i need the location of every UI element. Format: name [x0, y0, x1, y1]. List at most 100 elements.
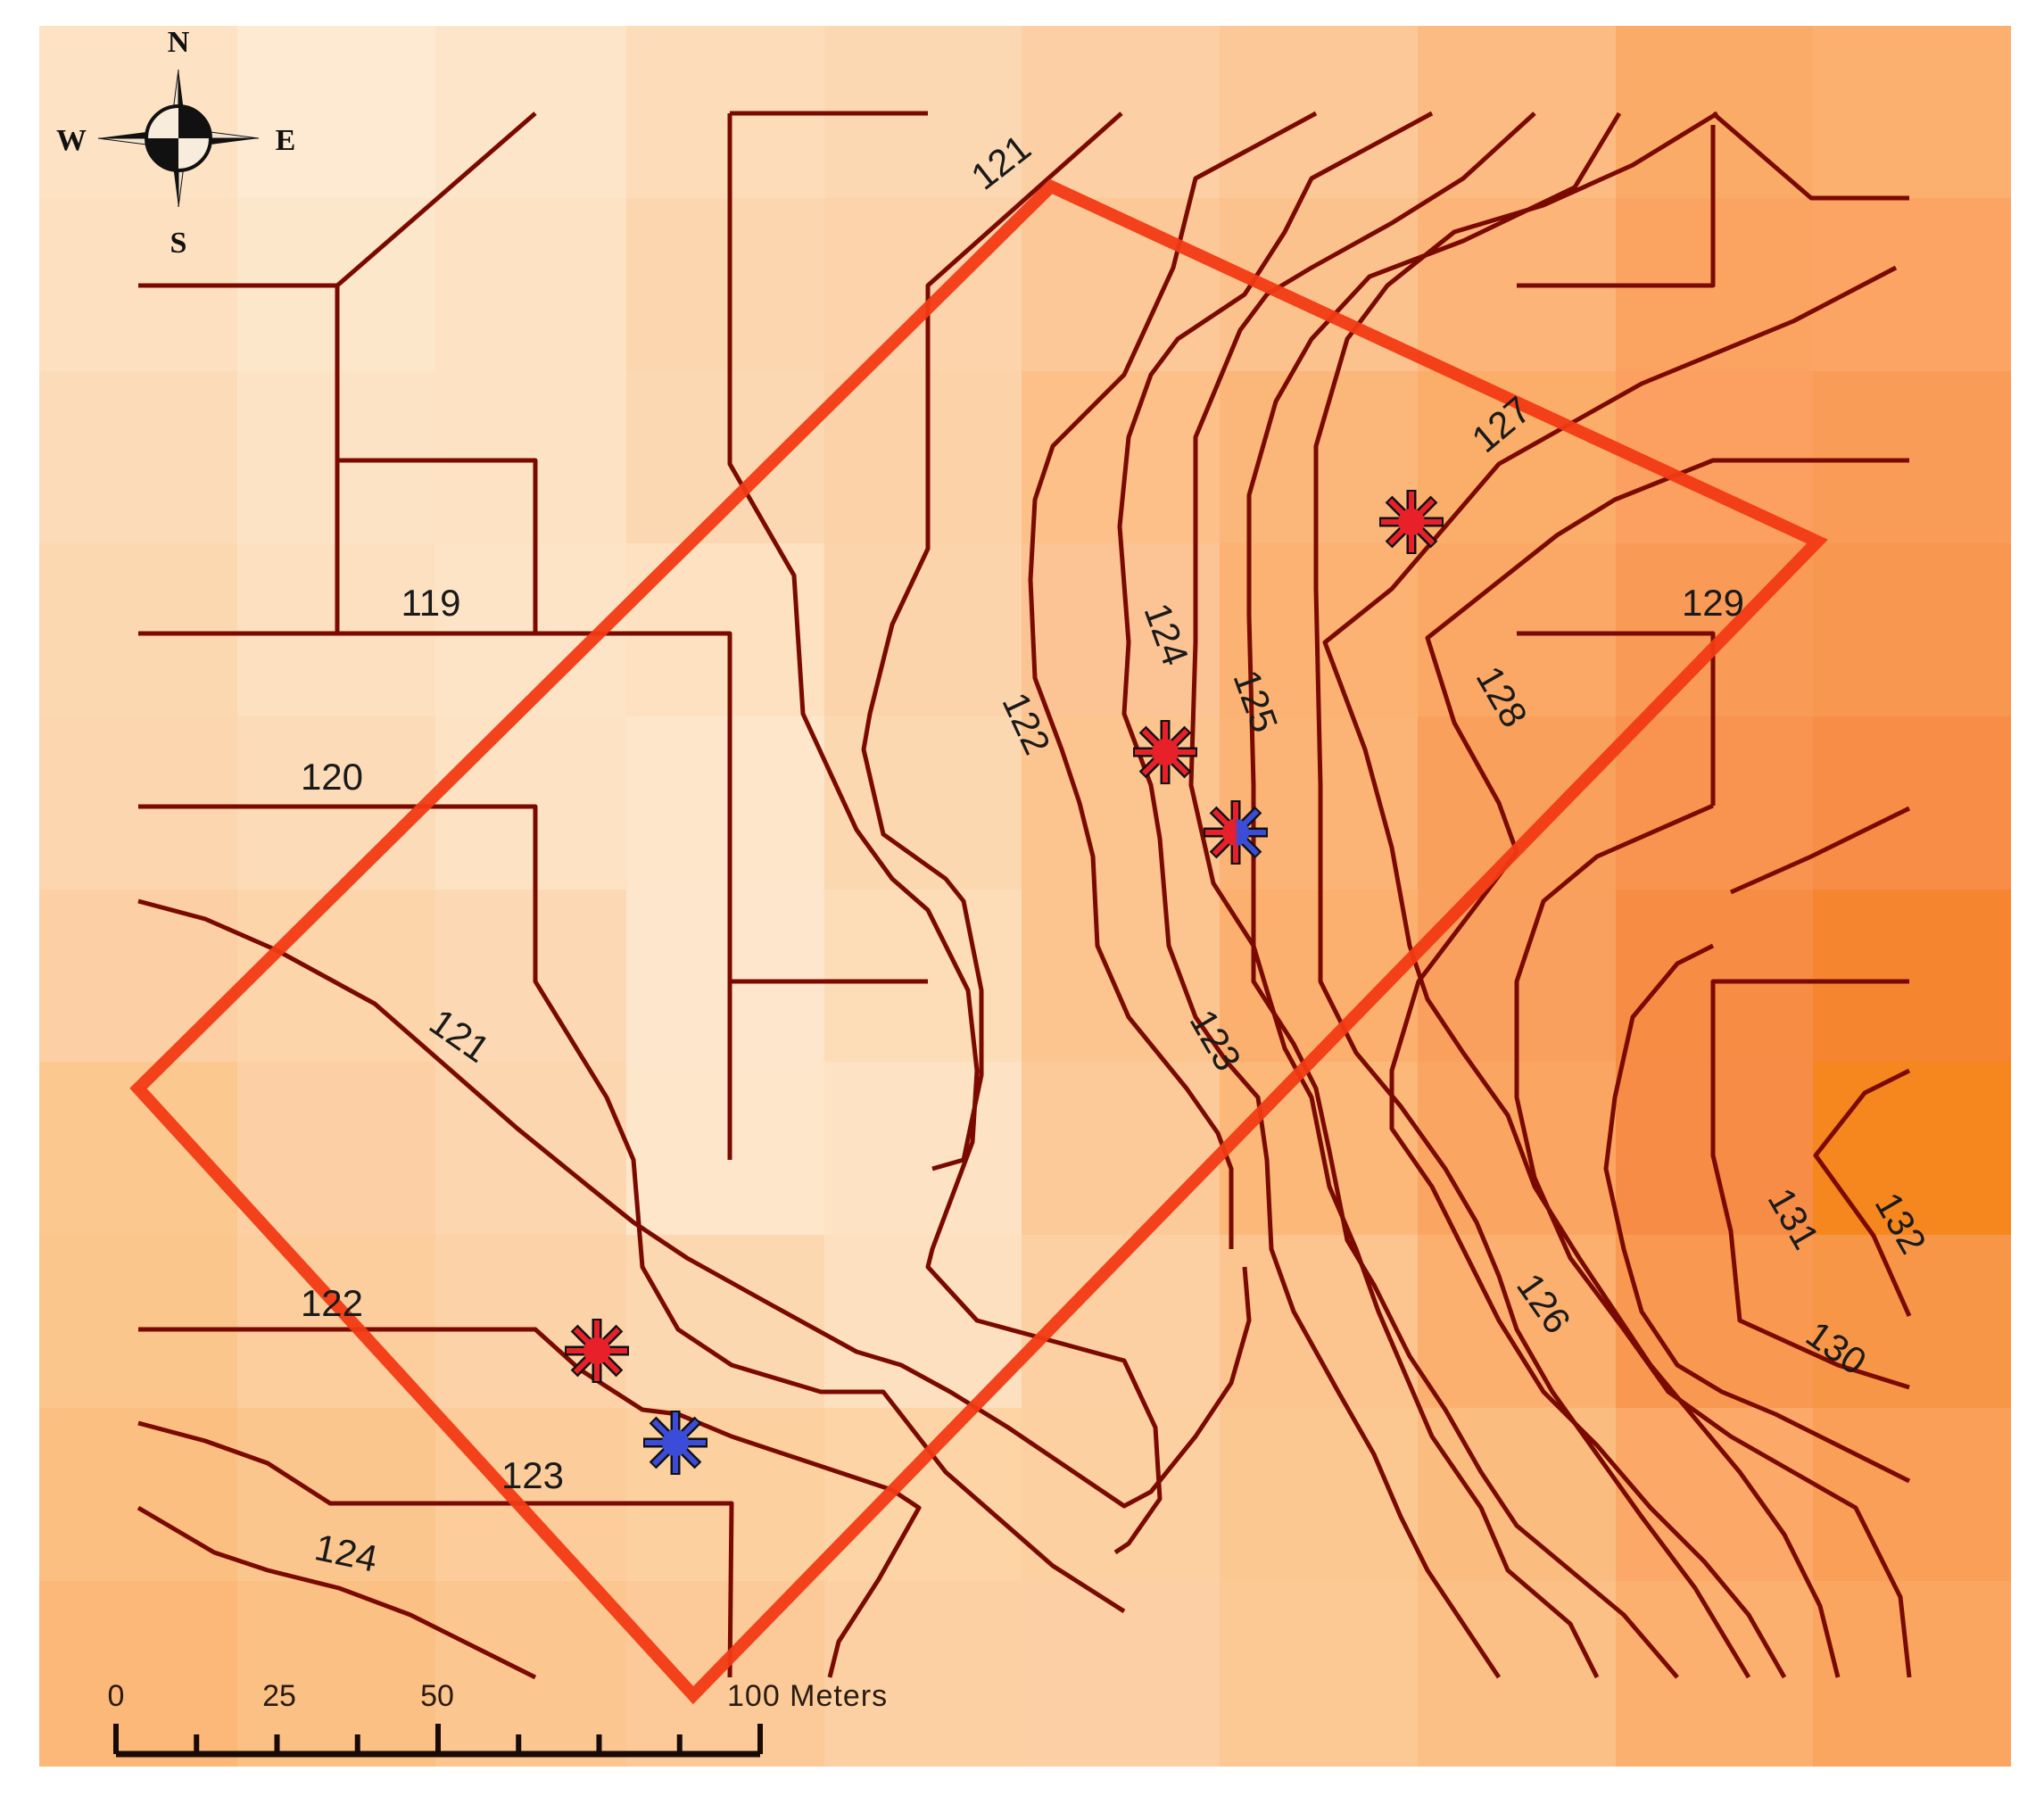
well-marker-red[interactable] [1133, 720, 1197, 784]
contour-line [1322, 265, 1898, 1678]
raster-cell [626, 1408, 825, 1582]
raster-cell [824, 1062, 1022, 1236]
contour-label: 119 [401, 582, 461, 624]
well-marker-red[interactable] [1379, 490, 1444, 554]
contour-line [1729, 806, 1911, 895]
well-marker-red[interactable] [565, 1319, 629, 1383]
well-marker-split[interactable] [1204, 800, 1268, 865]
raster-cell [1616, 1235, 1814, 1409]
raster-cell [1418, 543, 1617, 717]
raster-cell [1022, 1062, 1221, 1236]
contour-label: 129 [1682, 582, 1744, 624]
raster-cell [435, 198, 627, 372]
scale-label-0: 0 [108, 1679, 125, 1713]
raster-cell [39, 543, 238, 717]
well-marker-center [1398, 509, 1425, 535]
raster-cell [824, 371, 1022, 544]
raster-cell [237, 716, 436, 890]
raster-cell [1418, 26, 1617, 199]
contour-line [138, 804, 1126, 1614]
contour-line [137, 1420, 734, 1678]
raster-cell [1813, 1062, 2011, 1236]
raster-cell [1022, 716, 1221, 890]
study-area-boundary [129, 178, 1828, 1705]
study-area-polygon [129, 178, 1828, 1705]
raster-cell [824, 543, 1022, 717]
north-arrow-compass: N S E W [56, 26, 295, 260]
raster-cell [39, 1408, 238, 1582]
compass-rose-icon [97, 69, 260, 208]
raster-cell [1813, 543, 2011, 717]
scale-label-25: 25 [262, 1679, 296, 1713]
well-marker-center [1152, 739, 1179, 766]
raster-cell [1022, 198, 1221, 372]
raster-cell [1220, 26, 1419, 199]
scale-bar: 0 25 50 100 Meters [108, 1679, 888, 1758]
well-marker-center [1222, 819, 1249, 846]
raster-cell [824, 890, 1022, 1063]
raster-cell [39, 1235, 238, 1409]
contour-line [1517, 631, 1716, 806]
well-marker-center [662, 1429, 689, 1456]
raster-cell [435, 371, 627, 544]
contour-line [1603, 943, 1911, 1484]
contour-line [1117, 111, 1502, 1679]
compass-west-label: W [56, 124, 87, 157]
well-marker-center [583, 1337, 610, 1364]
raster-cell [1813, 26, 2011, 199]
contour-line [1514, 803, 1912, 1678]
raster-cell [1813, 1581, 2011, 1767]
raster-cell [39, 371, 238, 544]
raster-cell [626, 371, 825, 544]
raster-cell [1813, 716, 2011, 890]
raster-cell [1813, 890, 2011, 1063]
raster-cell [626, 198, 825, 372]
compass-north-label: N [168, 26, 190, 59]
raster-cell [1813, 198, 2011, 372]
raster-cell [824, 1408, 1022, 1582]
raster-cell [39, 1581, 238, 1767]
contour-line [1517, 125, 1716, 288]
raster-cell [237, 26, 436, 199]
raster-cell [626, 1235, 825, 1409]
raster-cell [1220, 371, 1419, 544]
raster-cell [824, 1581, 1022, 1767]
contour-line [861, 112, 1123, 1171]
raster-cell [237, 1408, 436, 1582]
raster-cell [626, 716, 825, 890]
contour-line [1389, 458, 1909, 1679]
raster-cell [1022, 890, 1221, 1063]
well-marker-blue[interactable] [643, 1411, 708, 1475]
scale-bar-ticks [113, 1724, 763, 1754]
scale-label-100-meters: 100 Meters [727, 1679, 888, 1713]
contour-label: 122 [301, 1282, 363, 1324]
raster-cell [1418, 1581, 1617, 1767]
raster-cell [237, 1581, 436, 1767]
contour-label: 123 [501, 1454, 564, 1496]
raster-cell [39, 716, 238, 890]
contour-line [337, 458, 538, 633]
contour-line [1188, 112, 1600, 1679]
raster-cell [435, 1062, 627, 1236]
contour-line [1813, 1068, 1912, 1318]
contour-line [138, 631, 732, 1160]
raster-cell [1418, 716, 1617, 890]
raster-cell [1220, 1408, 1419, 1582]
contour-line [137, 898, 1252, 1509]
contour-line [1028, 111, 1318, 1249]
contour-label: 120 [301, 756, 363, 798]
raster-cell [626, 1062, 825, 1236]
raster-cell [237, 1062, 436, 1236]
compass-south-label: S [170, 227, 187, 260]
raster-cell [39, 26, 238, 199]
raster-cell [237, 890, 436, 1063]
raster-cell [824, 198, 1022, 372]
raster-cell [1813, 1408, 2011, 1582]
raster-cell [1220, 1581, 1419, 1767]
raster-cell [1022, 1408, 1221, 1582]
raster-cell [626, 1581, 825, 1767]
compass-east-label: E [276, 124, 296, 157]
raster-cell [1616, 1408, 1814, 1582]
